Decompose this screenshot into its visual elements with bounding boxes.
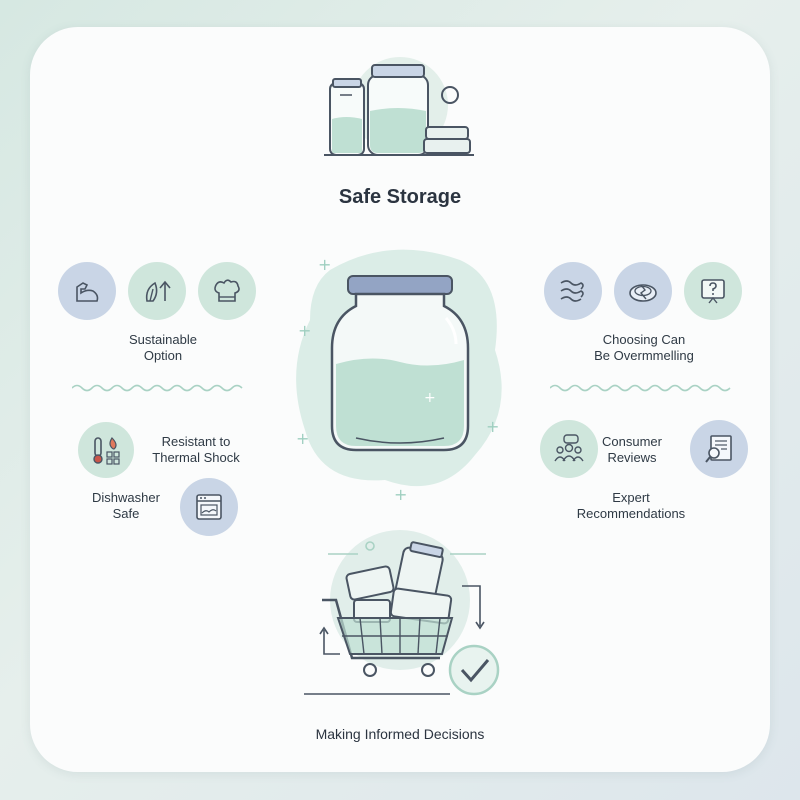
svg-text:+: +: [318, 255, 331, 274]
svg-text:+: +: [394, 485, 407, 504]
svg-text:+: +: [298, 321, 311, 340]
svg-text:+: +: [486, 417, 499, 436]
dishwasher-icon: [180, 478, 238, 536]
expert-recommendations-label: Expert Recommendations: [576, 490, 686, 521]
steam-waves-icon: [544, 262, 602, 320]
leaf-arrow-icon: [128, 262, 186, 320]
divider-right: [550, 384, 731, 392]
dishwasher-safe-label: Dishwasher Safe: [92, 490, 160, 521]
muscle-arm-icon: [58, 262, 116, 320]
question-screen-icon: [684, 262, 742, 320]
central-jar-illustration: + + + + + +: [296, 249, 502, 504]
sustainable-option-label: Sustainable Option: [129, 332, 197, 363]
svg-text:+: +: [424, 390, 436, 406]
thermal-shock-label: Resistant to Thermal Shock: [152, 434, 240, 465]
making-informed-decisions-label: Making Informed Decisions: [315, 726, 485, 742]
consumer-reviews-label: Consumer Reviews: [602, 434, 662, 465]
shopping-cart-illustration: [304, 530, 500, 696]
thermometer-flame-icon: [78, 422, 134, 478]
cracked-plate-icon: [614, 262, 672, 320]
page-title: Safe Storage: [338, 186, 462, 208]
svg-text:+: +: [296, 429, 309, 448]
document-search-icon: [690, 420, 748, 478]
divider-left: [72, 384, 243, 392]
chef-hat-icon: [198, 262, 256, 320]
storage-jars-illustration: [324, 57, 474, 156]
people-chat-icon: [540, 420, 598, 478]
choosing-overwhelming-label: Choosing Can Be Overmmelling: [594, 332, 694, 363]
